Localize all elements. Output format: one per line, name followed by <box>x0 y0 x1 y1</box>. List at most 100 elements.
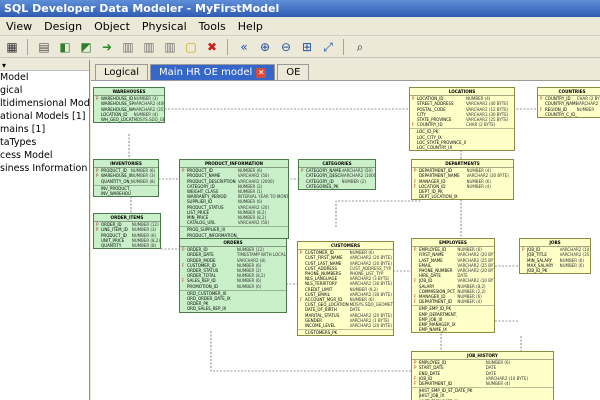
entity-column-row[interactable]: PRODUCT_INFORMATION_PK <box>180 233 288 238</box>
menu-view[interactable]: View <box>6 19 33 33</box>
close-icon[interactable]: ✕ <box>256 67 267 78</box>
relation-2-icon[interactable]: ▥ <box>143 39 155 54</box>
entity-column-row[interactable]: DEPT_LOCATION_IX <box>412 194 513 199</box>
tab-logical[interactable]: Logical <box>95 64 149 80</box>
entity-column-row[interactable]: EMP_NAME_IX <box>412 327 494 332</box>
entity-column-row[interactable]: WAREHOUSE_SPECVARCHAR2 (4000) <box>94 101 164 106</box>
tree-item-datatypes[interactable]: taTypes <box>0 137 37 148</box>
tree-item-logical[interactable]: gical <box>0 85 23 96</box>
tree-item-domains[interactable]: mains [1] <box>0 124 46 135</box>
relation-3-icon[interactable]: ▥ <box>164 39 176 54</box>
entity-column-row[interactable]: EMP_DEPARTMENT_IX <box>412 312 494 317</box>
refresh-icon[interactable]: ⤢ <box>323 39 333 54</box>
menu-object[interactable]: Object <box>94 19 130 33</box>
entity-column-row[interactable]: ORD_SALES_REP_IX <box>180 306 286 311</box>
entity-column-row[interactable]: EMP_MANAGER_IX <box>412 322 494 327</box>
delete-icon[interactable]: ✖ <box>206 39 218 54</box>
tab-oe[interactable]: OE <box>277 64 310 80</box>
entity-column-row[interactable]: EMP_JOB_IX <box>412 317 494 322</box>
entity-column-row[interactable]: COUNTRY_C_ID_PK <box>538 112 600 117</box>
fit-icon[interactable]: ⊞ <box>301 39 313 54</box>
menu-physical[interactable]: Physical <box>141 19 187 33</box>
entity-column-row[interactable]: ORD_CUSTOMER_IX <box>180 291 286 296</box>
entity-column-row[interactable]: CATEGORIES_PK <box>299 184 375 189</box>
tab-main-hr-oe-model[interactable]: Main HR OE model ✕ <box>150 64 276 80</box>
find-icon[interactable]: ⌕ <box>356 39 364 54</box>
tree-item-model[interactable]: Model <box>0 72 29 83</box>
split-icon[interactable]: ◧ <box>59 39 71 54</box>
entity-column-row[interactable]: LOC_ID_PK <box>410 129 514 134</box>
entity-column-row[interactable]: INV_WAREHOUSE_IX <box>94 191 158 196</box>
tree-item-multidimensional[interactable]: ltidimensional Models [] <box>0 98 89 109</box>
relation-1-icon[interactable]: ▥ <box>122 39 134 54</box>
tree-item-business-info[interactable]: siness Information <box>0 163 88 174</box>
zoom-in-icon[interactable]: ⊕ <box>259 39 271 54</box>
entity-column-row[interactable]: ORDER_PK <box>180 301 286 306</box>
entity-column-row[interactable]: CUSTOMERS_PK <box>298 330 393 335</box>
entity-column-row[interactable]: QUANTITY_ON_HANDNUMBER (8) <box>94 179 158 184</box>
entity-column-row[interactable]: DEPT_ID_PK <box>412 189 513 194</box>
entity-column-row[interactable]: LOC_STATE_PROVINCE_IX <box>410 140 514 145</box>
entity-column-row[interactable]: JHIST_JOB_IX <box>412 393 553 398</box>
new-entity-icon[interactable]: ▤ <box>38 39 50 54</box>
zoom-out-icon[interactable]: ⊖ <box>280 39 292 54</box>
tree-toggle-icon[interactable]: ▾ <box>2 60 7 70</box>
grid-icon[interactable]: ▦ <box>6 39 18 54</box>
